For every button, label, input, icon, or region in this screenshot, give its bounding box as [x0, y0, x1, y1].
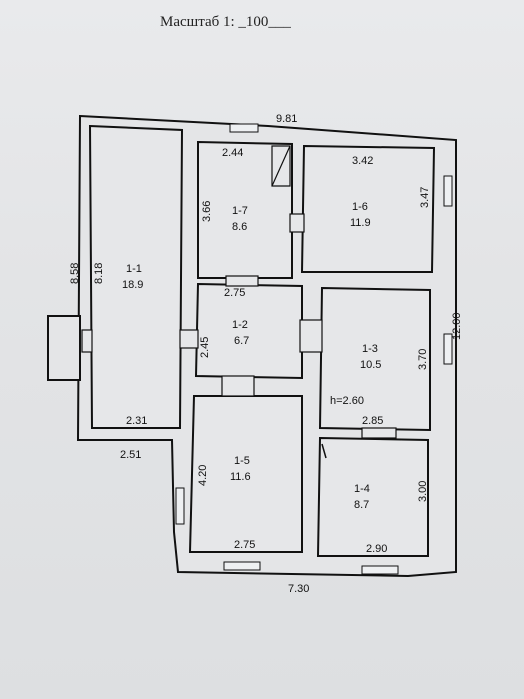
room-id: 1-3	[362, 343, 378, 355]
room-dim: 4.20	[197, 465, 209, 486]
dim-right-height: 12.00	[451, 312, 463, 340]
room-area: 8.6	[232, 221, 247, 233]
room-area: 11.6	[230, 471, 251, 483]
room-area: 6.7	[234, 335, 249, 347]
window-top	[229, 123, 259, 133]
room-1-5	[188, 395, 303, 553]
dim-bottom-width: 7.30	[288, 583, 309, 595]
room-1-2	[194, 282, 303, 380]
room-1-4	[316, 436, 429, 557]
room-1-1	[88, 124, 184, 429]
door-1-7-1-6	[289, 213, 305, 233]
room-dim: 2.75	[224, 287, 245, 299]
room-id: 1-7	[232, 205, 248, 217]
room-id: 1-1	[126, 263, 142, 275]
door-1-2-1-3	[299, 319, 323, 353]
room-area: 10.5	[360, 359, 381, 371]
room-dim: 3.42	[352, 155, 373, 167]
room-dim: 2.31	[126, 415, 147, 427]
room-dim: 3.66	[201, 201, 213, 222]
room-1-3	[318, 286, 431, 432]
door-porch	[81, 329, 93, 353]
room-area: 11.9	[350, 217, 371, 229]
window-1-5-left	[175, 487, 185, 525]
dim-top-width: 9.81	[276, 113, 297, 125]
room-id: 1-6	[352, 201, 368, 213]
room-id: 1-4	[354, 483, 370, 495]
window-1-4-bottom	[361, 565, 399, 575]
room-id: 1-5	[234, 455, 250, 467]
room-1-7	[197, 140, 293, 279]
dim-left-height: 8.58	[69, 263, 81, 284]
room-dim: 8.18	[93, 263, 105, 284]
room-dim: 2.45	[199, 337, 211, 358]
room-id: 1-2	[232, 319, 248, 331]
window-1-5-bottom	[223, 561, 261, 571]
room-area: 18.9	[122, 279, 143, 291]
room-dim: 2.90	[366, 543, 387, 555]
room-dim: 3.70	[417, 349, 429, 370]
room-area: 8.7	[354, 499, 369, 511]
door-1-7-1-2	[225, 275, 259, 287]
window-1-3	[443, 333, 453, 365]
room-dim: 2.85	[362, 415, 383, 427]
window-1-6	[443, 175, 453, 207]
door-1-3-1-4	[361, 427, 397, 439]
room-dim: 2.75	[234, 539, 255, 551]
porch	[47, 315, 81, 381]
room-dim: 3.00	[417, 481, 429, 502]
room-dim: 3.47	[419, 187, 431, 208]
room-dim: 2.44	[222, 147, 243, 159]
stove	[271, 145, 291, 187]
scale-caption: Масштаб 1: _100___	[160, 14, 291, 30]
stove-1-4	[321, 443, 327, 459]
stove-diagonal	[271, 145, 291, 187]
door-1-1-1-2	[179, 329, 199, 349]
dim-left-wing: 2.51	[120, 449, 141, 461]
door-1-2-1-5	[221, 375, 255, 397]
ceiling-height: h=2.60	[330, 395, 364, 407]
